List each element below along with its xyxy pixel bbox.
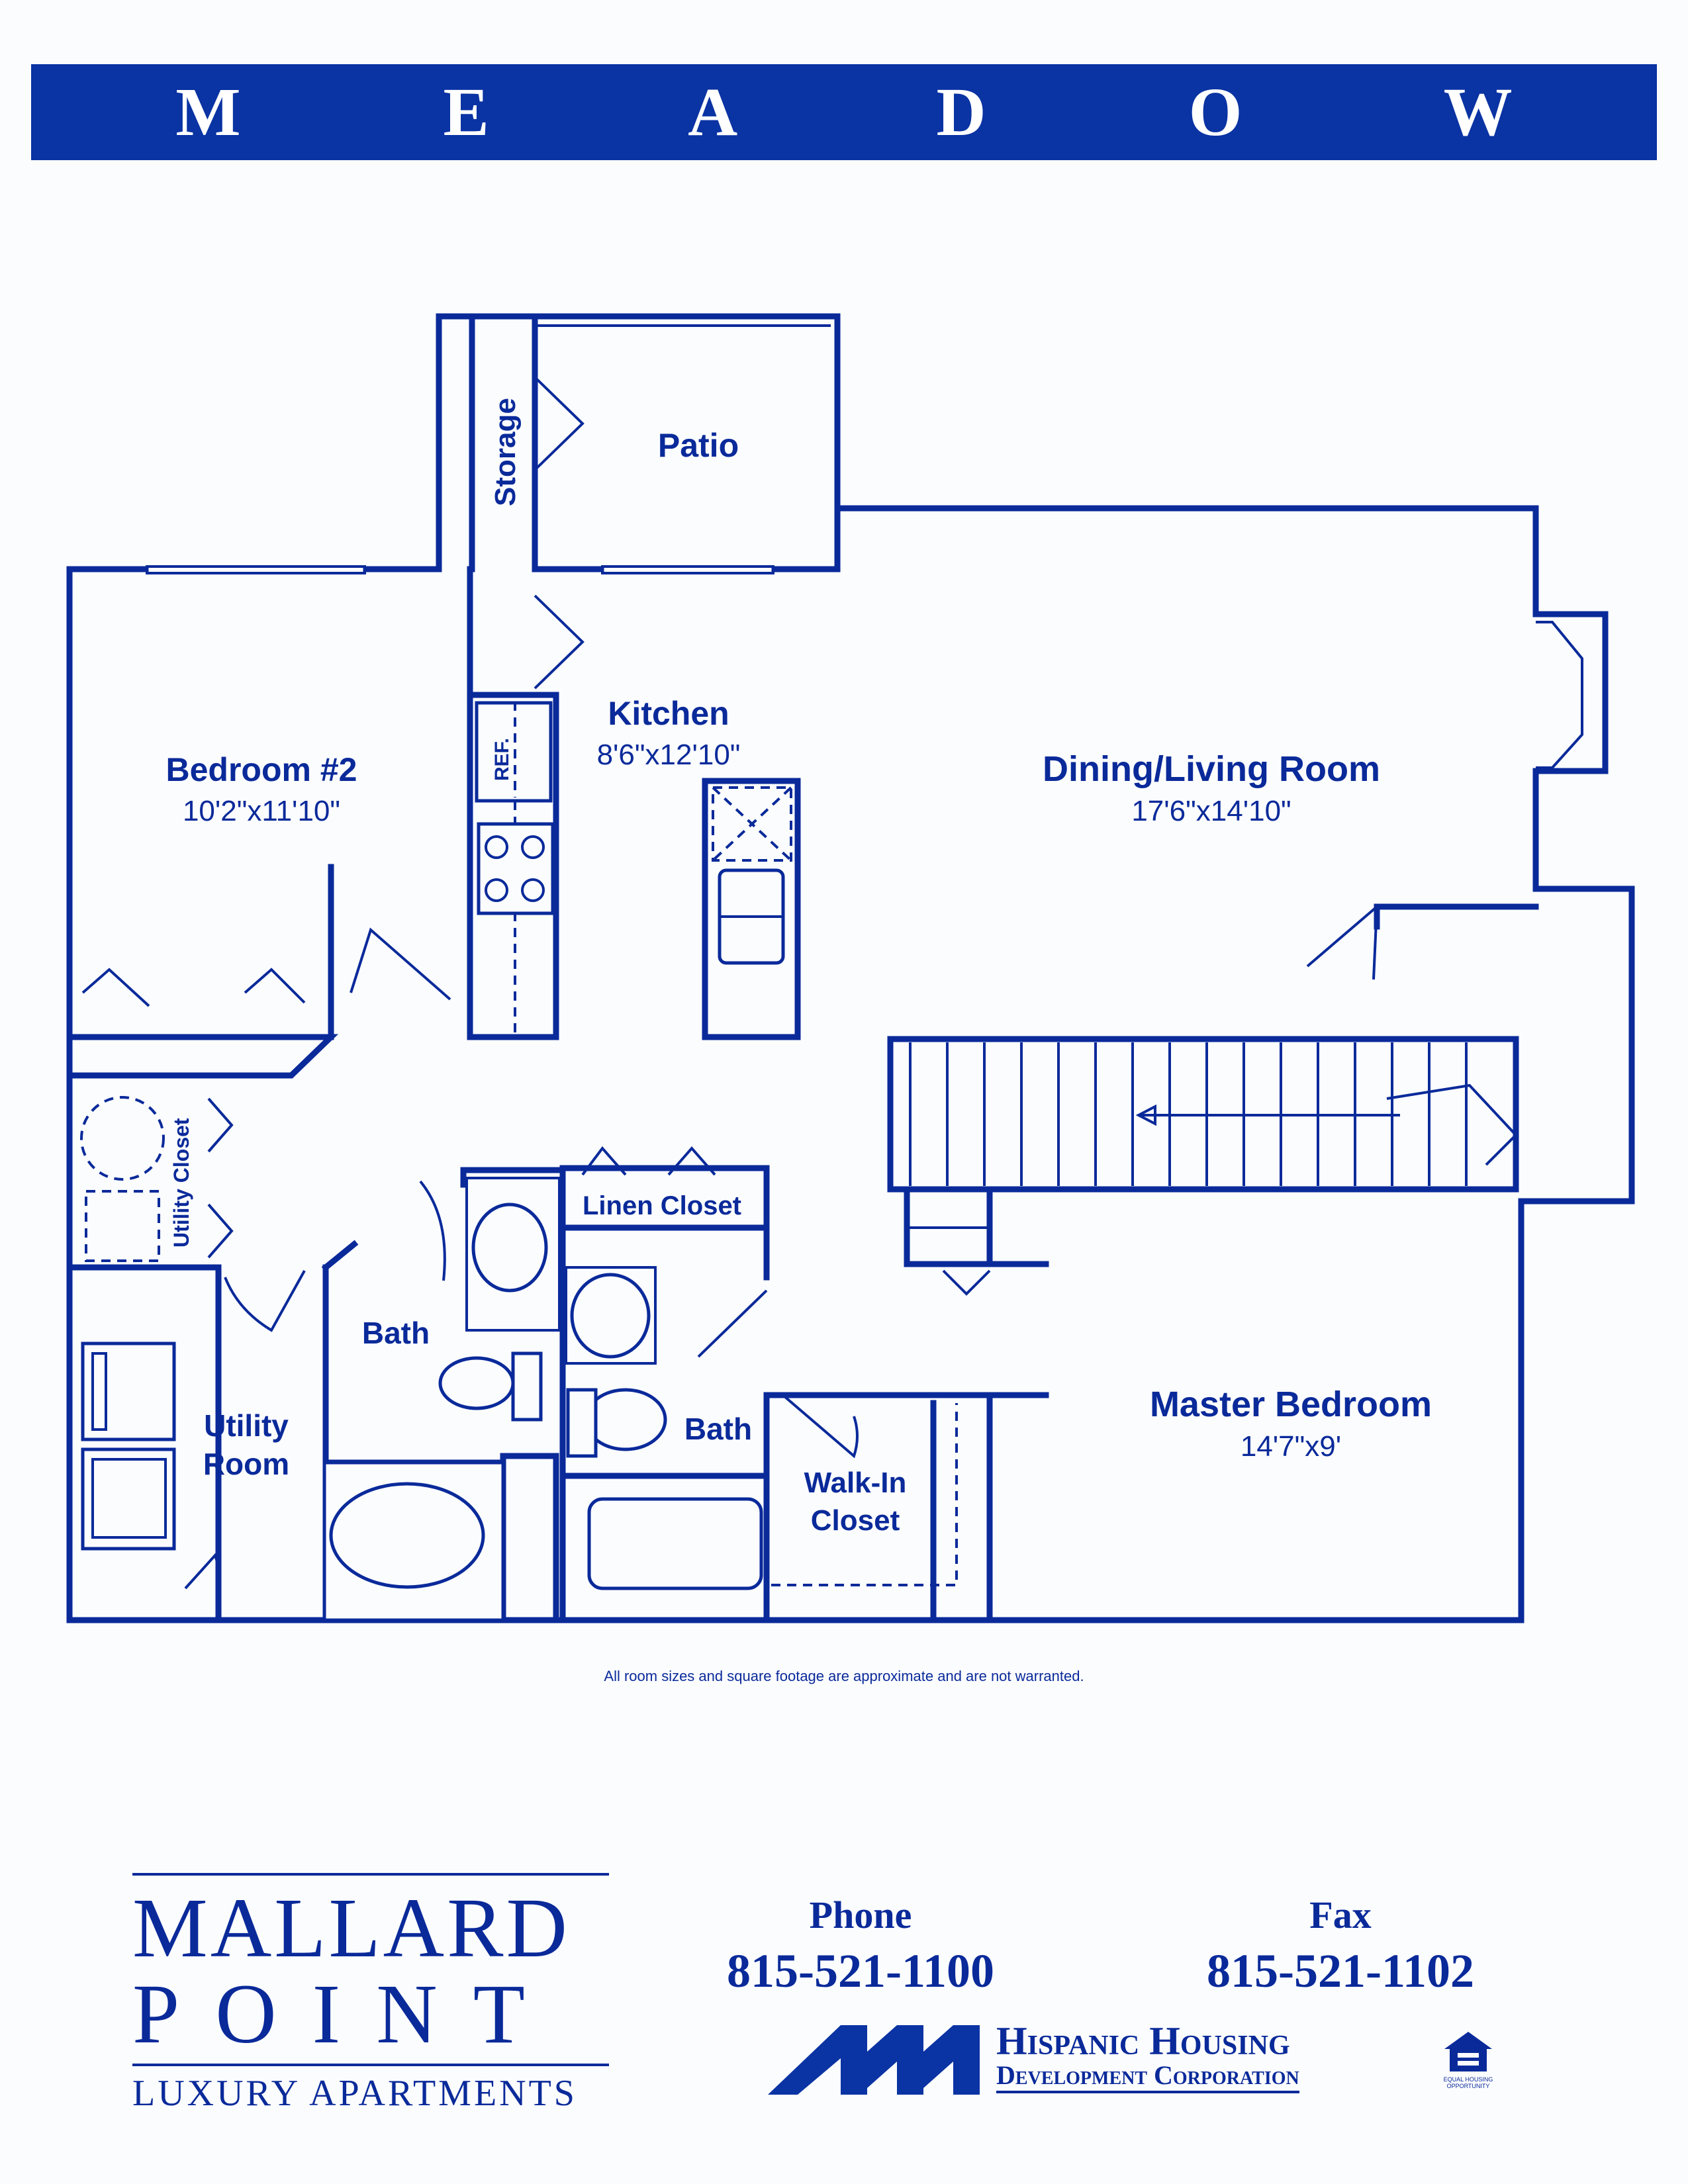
floor-plan: Storage Patio Kitchen 8'6"x12'10" REF. B… — [66, 313, 1635, 1623]
bedroom2-label: Bedroom #2 — [166, 751, 357, 788]
equal-housing-icon — [1444, 2032, 1492, 2071]
phone-label: Phone — [809, 1893, 912, 1936]
logo-line-3: LUXURY APARTMENTS — [132, 2073, 577, 2114]
equal-housing-text: EQUAL HOUSING OPPORTUNITY — [1443, 2076, 1493, 2089]
logo-rule-top — [132, 1873, 609, 1876]
staircase — [887, 1036, 1519, 1193]
ref-label: REF. — [491, 738, 513, 781]
master-label: Master Bedroom — [1150, 1385, 1432, 1424]
doors — [81, 376, 1518, 1596]
walkin-label-1: Walk-In — [804, 1467, 907, 1499]
phone-block: Phone 815-521-1100 — [695, 1893, 1026, 1999]
linen-closet-label: Linen Closet — [583, 1191, 741, 1220]
master-dim: 14'7"x9' — [1241, 1430, 1341, 1463]
title-bar: M E A D O W — [31, 64, 1657, 160]
room-labels: Storage Patio Kitchen 8'6"x12'10" REF. B… — [166, 398, 1432, 1537]
bath2-label: Bath — [684, 1412, 752, 1446]
developer-logo: Hispanic Housing Development Corporation — [768, 2019, 1364, 2098]
plan-title: M E A D O W — [175, 74, 1605, 150]
outer-walls — [66, 313, 1635, 1623]
logo-rule-bottom — [132, 2064, 609, 2066]
developer-line-2: Development Corporation — [996, 2060, 1299, 2093]
bedroom2-dim: 10'2"x11'10" — [183, 795, 340, 827]
utility-room-label-2: Room — [203, 1447, 289, 1481]
dining-label: Dining/Living Room — [1043, 749, 1380, 789]
houses-icon — [768, 2025, 980, 2095]
fax-number: 815-521-1102 — [1207, 1944, 1474, 1997]
utility-room-label-1: Utility — [204, 1408, 289, 1443]
kitchen-dim: 8'6"x12'10" — [597, 739, 741, 771]
equal-housing-logo: EQUAL HOUSING OPPORTUNITY — [1442, 2030, 1495, 2089]
bath1-label: Bath — [362, 1316, 430, 1350]
utility-closet-label: Utility Closet — [169, 1118, 193, 1248]
developer-line-1: Hispanic Housing — [996, 2019, 1290, 2063]
patio-label: Patio — [658, 427, 739, 464]
fax-label: Fax — [1309, 1893, 1372, 1936]
fax-block: Fax 815-521-1102 — [1175, 1893, 1506, 1999]
walkin-label-2: Closet — [811, 1504, 900, 1537]
kitchen-label: Kitchen — [608, 695, 729, 732]
fixtures — [80, 786, 1468, 1622]
logo-line-1: MALLARD — [132, 1881, 570, 1975]
disclaimer: All room sizes and square footage are ap… — [604, 1668, 1084, 1684]
logo-line-2: POINT — [132, 1967, 561, 2061]
kitchen-island — [702, 778, 801, 1040]
mallard-point-logo: MALLARD POINT LUXURY APARTMENTS — [132, 1873, 609, 2116]
dining-dim: 17'6"x14'10" — [1131, 795, 1291, 827]
storage-label: Storage — [489, 398, 522, 506]
phone-number: 815-521-1100 — [727, 1944, 994, 1997]
